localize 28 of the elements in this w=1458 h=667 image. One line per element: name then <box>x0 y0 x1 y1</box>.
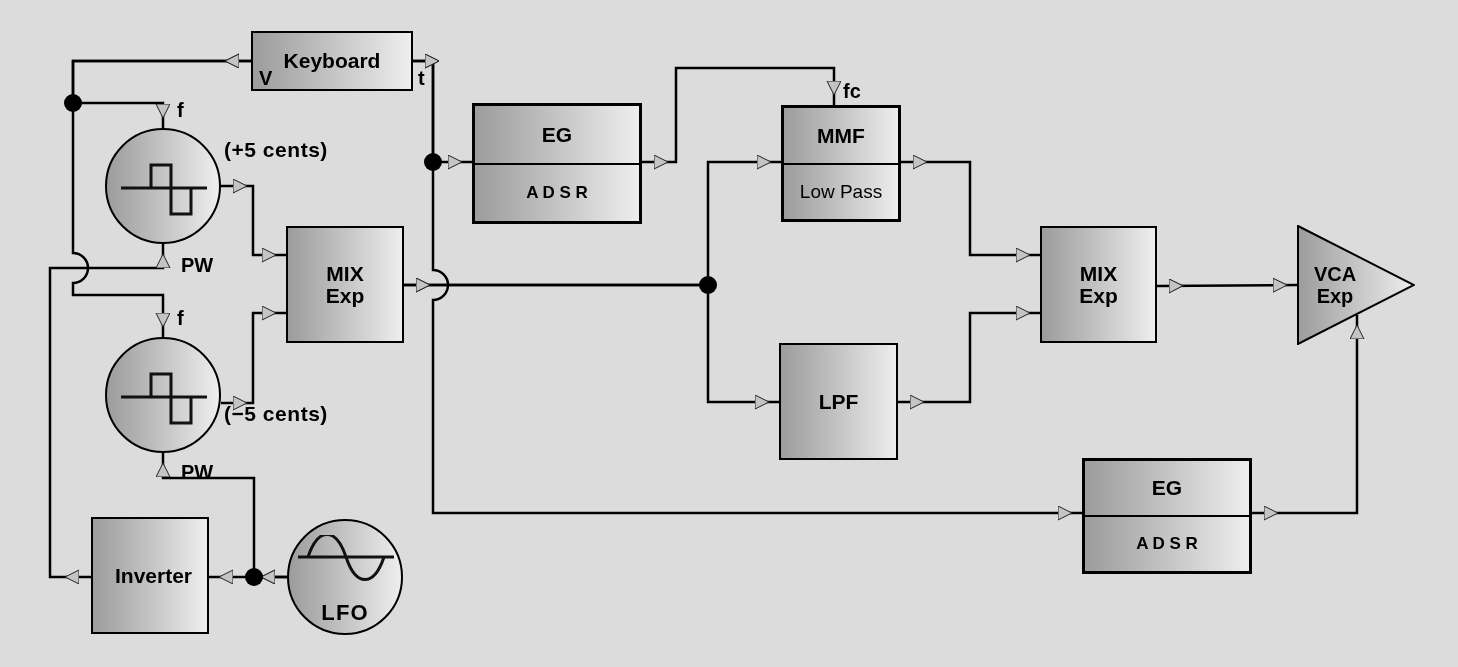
signal-arrow <box>155 453 287 585</box>
mixer-box: MIX Exp <box>1040 226 1157 343</box>
inverter-box: Inverter <box>91 517 209 634</box>
port-label: V <box>259 67 273 89</box>
port-label: fc <box>843 80 861 102</box>
port-label: f <box>177 99 184 121</box>
signal-arrow <box>1252 315 1365 521</box>
signal-arrow <box>221 305 286 411</box>
port-label: t <box>418 67 425 89</box>
signal-arrow <box>642 66 842 170</box>
signal-arrow <box>221 178 286 263</box>
signal-arrow <box>71 53 251 337</box>
filter-box: MMF Low Pass <box>781 105 901 222</box>
envelope-box: EG A D S R <box>1082 458 1252 574</box>
mixer-box: MIX Exp <box>286 226 404 343</box>
detune-caption: (+5 cents) <box>224 137 328 163</box>
signal-arrow <box>898 305 1040 410</box>
signal-arrow <box>901 154 1040 263</box>
port-label: f <box>177 307 184 329</box>
amplifier-triangle: VCA Exp <box>1297 225 1415 345</box>
signal-arrow <box>48 244 171 585</box>
signal-arrow <box>1157 277 1297 294</box>
detune-caption: (−5 cents) <box>224 401 328 427</box>
signal-arrow <box>413 53 1082 521</box>
envelope-box: EG A D S R <box>472 103 642 224</box>
port-label: PW <box>181 254 214 276</box>
filter-box: LPF <box>779 343 898 460</box>
signal-arrow <box>404 277 779 410</box>
